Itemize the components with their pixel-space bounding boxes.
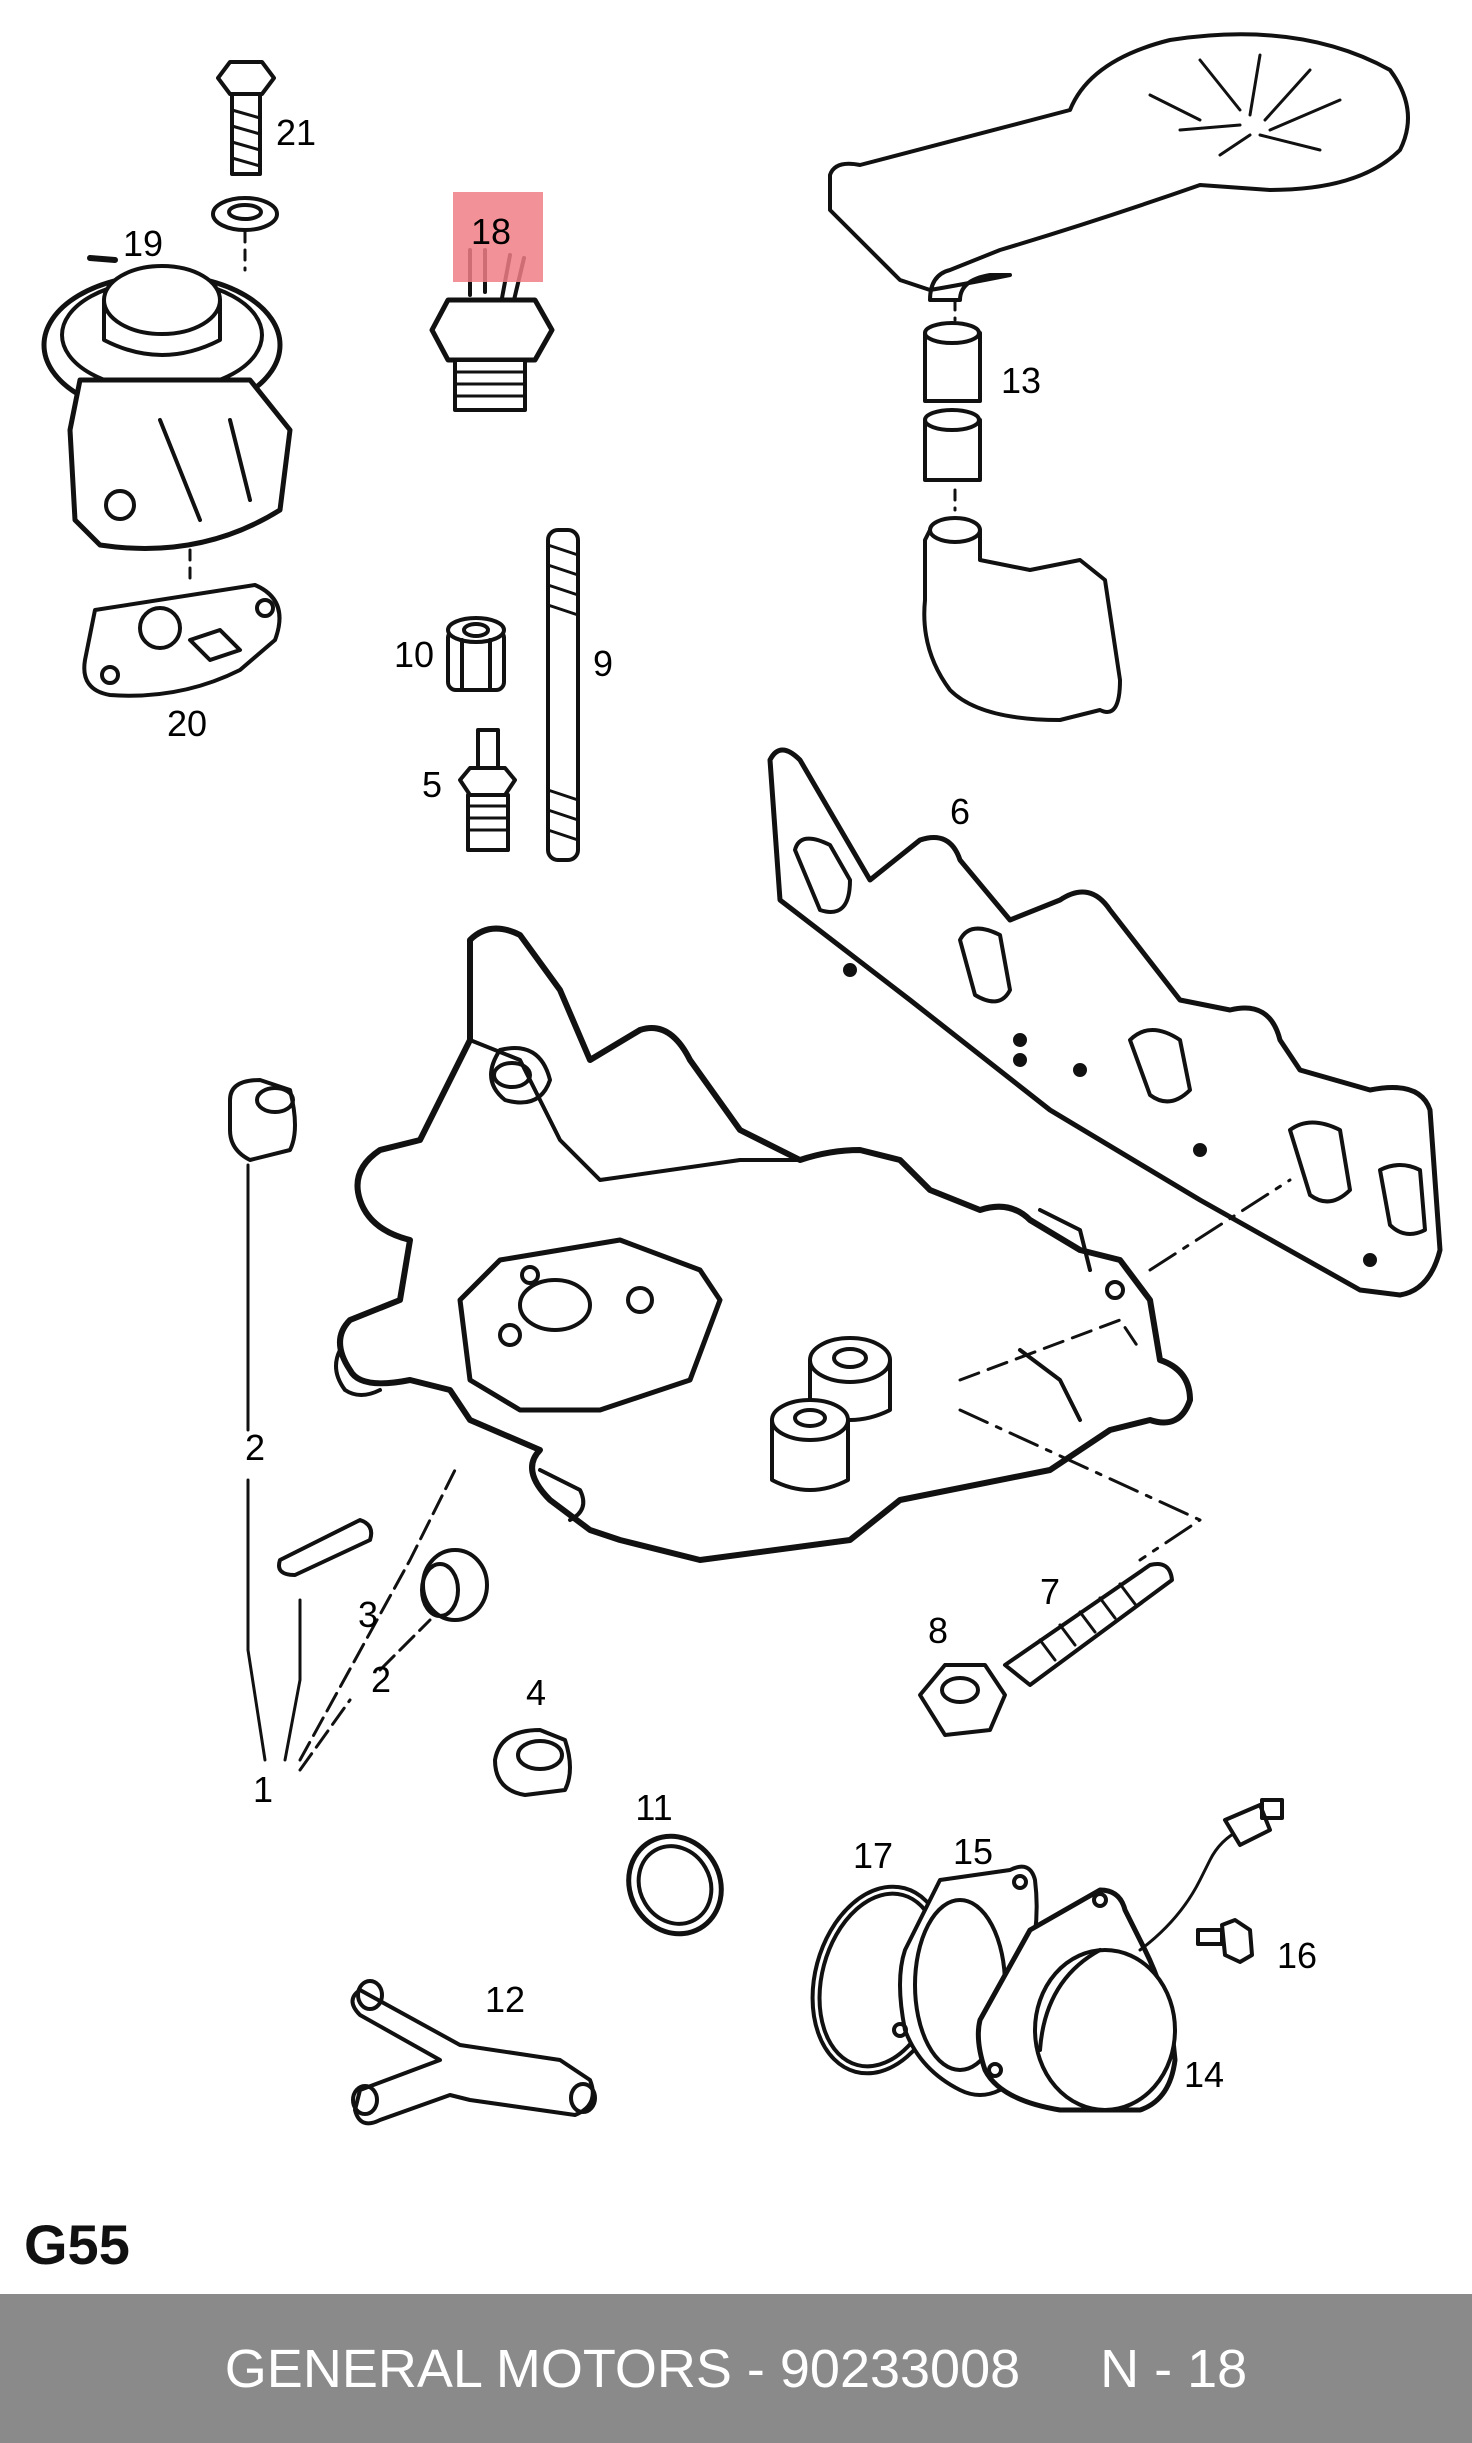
part-14-sensor: [975, 1798, 1284, 2113]
callout-20: 20: [166, 703, 208, 744]
callout-13: 13: [1000, 360, 1042, 401]
part-7-stud: [1003, 1562, 1174, 1687]
page-code: G55: [24, 2213, 130, 2276]
intake-manifold: [334, 925, 1193, 1563]
footer-ref-text: N - 18: [1100, 2338, 1248, 2399]
callout-3: 3: [357, 1594, 379, 1635]
centerline-2: [958, 1408, 1202, 1562]
part-5-fitting: [458, 728, 517, 852]
part-4-bushing: [493, 1728, 572, 1797]
footer-bar: GENERAL MOTORS - 90233008 N - 18: [0, 2294, 1472, 2443]
callout-16: 16: [1276, 1935, 1318, 1976]
part-10-nut: [446, 616, 506, 692]
callout-2-lower: 2: [370, 1659, 392, 1700]
callout-11: 11: [635, 1787, 673, 1828]
callout-9: 9: [592, 643, 614, 684]
part-18-temperature-switch: [429, 248, 555, 412]
part-16-screw: [1196, 1918, 1254, 1964]
leaders-1-2-3: [246, 1163, 457, 1772]
exploded-parts-diagram: [41, 32, 1443, 2126]
callout-19: 19: [122, 223, 164, 264]
part-21-bolt: [216, 60, 276, 176]
callout-4: 4: [525, 1672, 547, 1713]
part-6-exhaust-gasket: [767, 747, 1443, 1298]
callout-15: 15: [952, 1831, 994, 1872]
callout-21: 21: [275, 112, 317, 153]
footer-part-text: GENERAL MOTORS - 90233008: [224, 2338, 1021, 2399]
callout-14: 14: [1183, 2054, 1225, 2095]
part-13-breather-hose: [828, 32, 1410, 722]
callout-10: 10: [393, 634, 435, 675]
callout-12: 12: [484, 1979, 526, 2020]
callout-8: 8: [927, 1610, 949, 1651]
part-21-washer: [211, 196, 279, 232]
callout-5: 5: [421, 764, 443, 805]
callout-18: 18: [470, 211, 512, 252]
callout-6: 6: [949, 791, 971, 832]
highlight-callout-18: [453, 192, 543, 282]
callout-2-upper: 2: [244, 1427, 266, 1468]
part-20-gasket: [82, 583, 282, 698]
part-2-plug-top: [228, 1078, 297, 1162]
part-2-plug-bottom: [420, 1548, 489, 1622]
part-3-pin: [277, 1518, 374, 1577]
part-19-egr-valve: [41, 255, 293, 551]
part-8-nut: [918, 1663, 1007, 1737]
callout-1: 1: [252, 1769, 274, 1810]
callout-7: 7: [1039, 1571, 1061, 1612]
part-11-o-ring: [626, 1833, 724, 1937]
part-12-t-pipe: [350, 1979, 597, 2126]
centerline-1: [1148, 1178, 1292, 1272]
callout-17: 17: [852, 1835, 894, 1876]
part-9-stud: [546, 528, 580, 862]
